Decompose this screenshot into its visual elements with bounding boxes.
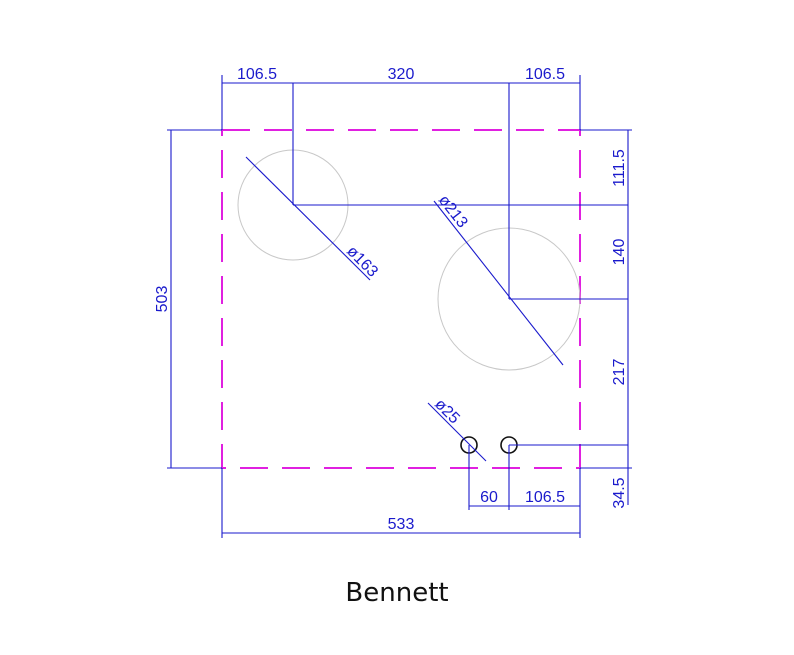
dim-right-top: 111.5 [611, 149, 628, 187]
bottom-dimension-chain: 60 106.5 [468, 445, 581, 538]
dim-right-bottom: 34.5 [611, 477, 628, 508]
dim-large-bowl-diameter: ø213 [435, 192, 471, 231]
tap-hole-diameter: ø25 [427, 396, 487, 462]
small-bowl-diameter: ø163 [245, 156, 381, 281]
dim-bottom-width: 533 [388, 516, 415, 533]
dim-top-right: 106.5 [525, 66, 565, 83]
left-height-dimension: 503 [154, 129, 222, 469]
dim-right-middle: 140 [611, 239, 628, 266]
dim-small-bowl-diameter: ø163 [343, 243, 381, 281]
dim-top-left: 106.5 [237, 66, 277, 83]
dim-left-height: 503 [154, 286, 171, 313]
dim-top-middle: 320 [388, 66, 415, 83]
right-dimension-chain: 111.5 140 217 34.5 [580, 129, 632, 509]
top-dimension-chain: 106.5 320 106.5 [221, 66, 581, 299]
bottom-width-dimension: 533 [221, 468, 580, 538]
dim-bottom-hole-offset: 106.5 [525, 489, 565, 506]
dim-bottom-hole-spacing: 60 [480, 489, 498, 506]
large-bowl-diameter: ø213 [433, 192, 564, 366]
product-name: Bennett [345, 578, 449, 608]
dim-tap-hole-diameter: ø25 [431, 396, 463, 428]
dim-right-lower: 217 [611, 359, 628, 386]
